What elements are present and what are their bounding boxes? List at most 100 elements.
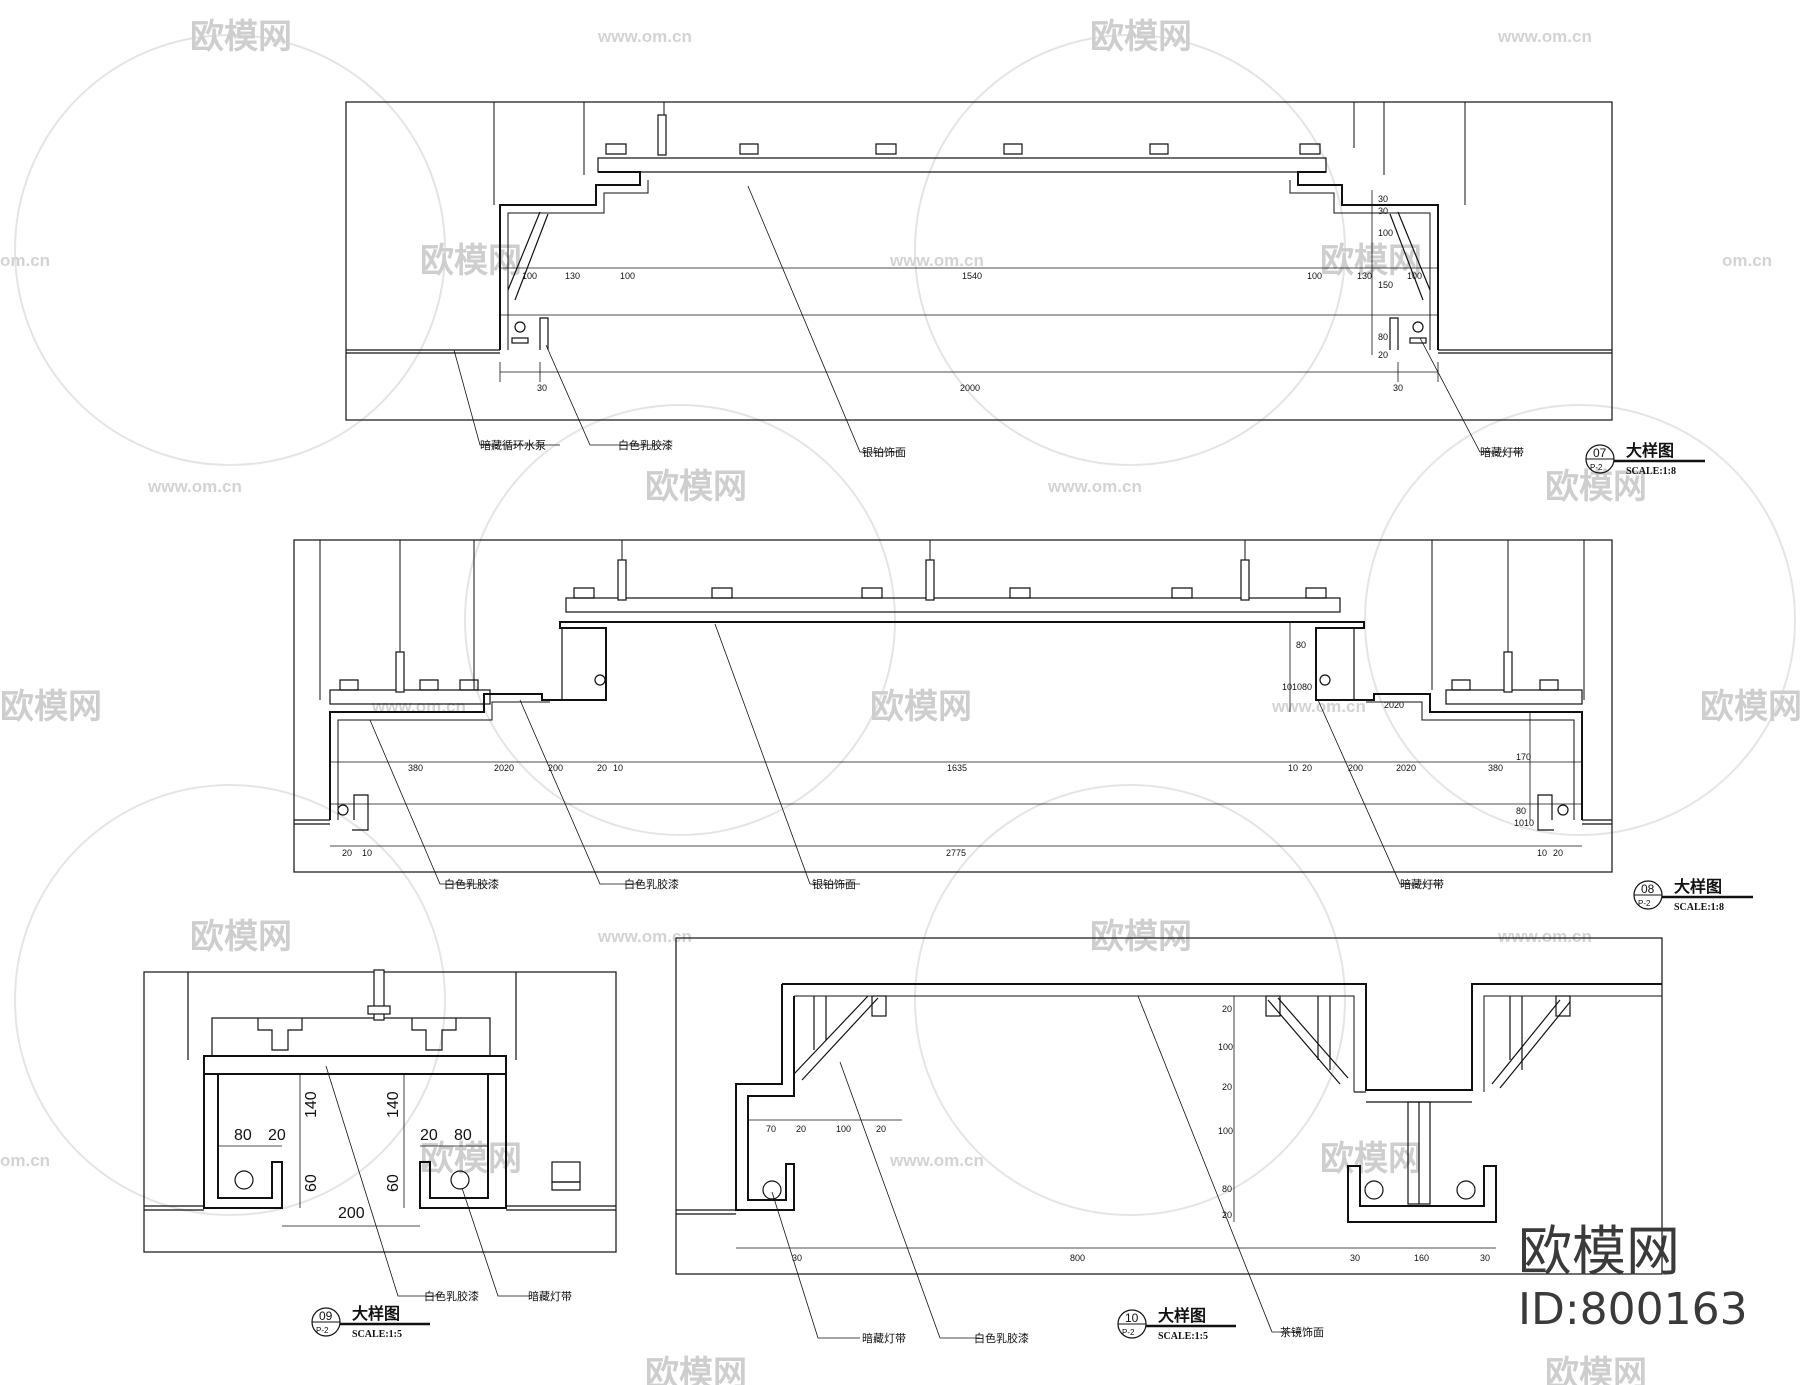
dim-label: 20 [1222, 1004, 1232, 1014]
dim-label: 20 [1394, 700, 1404, 710]
watermark-brand: 欧模网 [870, 687, 972, 727]
detail-10-callouts: 暗藏灯带 白色乳胶漆 茶镜饰面 [862, 1325, 1324, 1345]
detail-08-title: 08 P-2 大样图 SCALE:1:8 [1633, 877, 1753, 913]
watermark-url: www.om.cn [597, 927, 692, 946]
dim-label: 170 [1516, 752, 1531, 762]
dim-label: 80 [1222, 1184, 1232, 1194]
dim-label: 10 [613, 763, 623, 773]
watermark-url: www.om.cn [597, 27, 692, 46]
watermark-url: om.cn [0, 251, 50, 270]
dim-label: 200 [1348, 763, 1363, 773]
detail-07-callouts: 暗藏循环水泵 白色乳胶漆 银铂饰面 暗藏灯带 [480, 438, 1524, 459]
watermark-url: www.om.cn [147, 477, 242, 496]
watermark-brand: 欧模网 [190, 917, 292, 957]
detail-title: 大样图 [1626, 441, 1674, 460]
detail-07 [345, 101, 1613, 453]
watermark-url: www.om.cn [889, 1151, 984, 1170]
detail-08-leaders [369, 623, 1440, 885]
dim-label: 60 [385, 1174, 402, 1192]
watermark-url: www.om.cn [1497, 927, 1592, 946]
callout-label: 暗藏灯带 [1400, 877, 1444, 891]
watermark-url: www.om.cn [1047, 477, 1142, 496]
watermark-url: www.om.cn [889, 251, 984, 270]
detail-08-callouts: 白色乳胶漆 白色乳胶漆 银铂饰面 暗藏灯带 [444, 877, 1444, 891]
detail-10 [675, 937, 1663, 1339]
dim-label: 160 [1414, 1253, 1429, 1263]
detail-09-leaders [325, 1065, 530, 1297]
dim-label: 100 [1307, 271, 1322, 281]
detail-08-frame [293, 539, 1613, 873]
dim-label: 70 [766, 1124, 776, 1134]
detail-09 [143, 969, 617, 1297]
dim-label: 1635 [947, 763, 967, 773]
dim-label: 20 [876, 1124, 886, 1134]
watermark-url: www.om.cn [1271, 697, 1366, 716]
watermark-brand: 欧模网 [420, 241, 522, 281]
dim-label: 2020 [1396, 763, 1416, 773]
callout-label: 白色乳胶漆 [624, 877, 679, 891]
dim-label: 20 [420, 1127, 438, 1144]
detail-10-dimension-lines [736, 996, 1496, 1249]
dim-label: 380 [1488, 763, 1503, 773]
dim-label: 2000 [960, 383, 980, 393]
detail-07-beam [597, 157, 1327, 173]
detail-09-title: 09 P-2 大样图 SCALE:1:5 [311, 1304, 430, 1340]
watermark-brand: 欧模网 [0, 687, 102, 727]
dim-label: 30 [537, 383, 547, 393]
callout-label: 白色乳胶漆 [444, 877, 499, 891]
detail-09-dims: 80 20 140 140 20 80 60 60 200 [234, 1091, 472, 1222]
callout-label: 白色乳胶漆 [618, 438, 673, 452]
dim-label: 20 [1378, 350, 1388, 360]
dim-label: 30 [1480, 1253, 1490, 1263]
dim-label: 100 [1218, 1042, 1233, 1052]
detail-sheet: P-2 [1638, 899, 1651, 908]
callout-label: 银铂饰面 [812, 877, 856, 891]
dim-label: 1540 [962, 271, 982, 281]
detail-scale: SCALE:1:5 [352, 1329, 402, 1340]
callout-label: 暗藏灯带 [528, 1289, 572, 1303]
dim-label: 10 [362, 848, 372, 858]
dim-label: 30 [792, 1253, 802, 1263]
dim-label: 30 [1350, 1253, 1360, 1263]
dim-label: 20 [342, 848, 352, 858]
detail-sheet: P-2 [316, 1326, 329, 1335]
dim-label: 20 [1222, 1210, 1232, 1220]
dim-label: 80 [1302, 682, 1312, 692]
dim-label: 2775 [946, 848, 966, 858]
dim-label: 130 [565, 271, 580, 281]
dim-label: 2020 [494, 763, 514, 773]
corner-logo: 欧模网 ID:800163 [1518, 1220, 1748, 1335]
dim-label: 100 [836, 1124, 851, 1134]
watermark-url: www.om.cn [1497, 27, 1592, 46]
detail-number: 10 [1125, 1311, 1139, 1325]
detail-title: 大样图 [1674, 877, 1722, 896]
callout-label: 暗藏循环水泵 [480, 438, 546, 452]
detail-number: 09 [319, 1309, 333, 1323]
detail-sheet: P-2 [1122, 1328, 1135, 1337]
detail-scale: SCALE:1:8 [1626, 466, 1676, 477]
dim-label: 20 [796, 1124, 806, 1134]
dim-label: 10 [1288, 763, 1298, 773]
watermark-brand: 欧模网 [645, 1354, 747, 1385]
dim-label: 20 [1384, 700, 1394, 710]
dim-label: 100 [1218, 1126, 1233, 1136]
dim-label: 80 [454, 1127, 472, 1144]
watermark-brand: 欧模网 [1320, 1139, 1422, 1179]
dim-label: 100 [1378, 228, 1393, 238]
detail-title: 大样图 [1158, 1306, 1206, 1325]
detail-08-dimension-lines [330, 622, 1582, 847]
dim-label: 20 [268, 1127, 286, 1144]
watermark-brand: 欧模网 [1700, 687, 1800, 727]
callout-label: 暗藏灯带 [1480, 445, 1524, 459]
dim-label: 200 [338, 1205, 365, 1222]
detail-07-leaders [453, 185, 1520, 453]
watermark-brand: 欧模网 [645, 467, 747, 507]
dim-label: 800 [1070, 1253, 1085, 1263]
dim-label: 10 [1537, 848, 1547, 858]
callout-label: 茶镜饰面 [1280, 1325, 1324, 1339]
dim-label: 30 [1378, 206, 1388, 216]
dim-label: 10 [1282, 682, 1292, 692]
dim-label: 200 [548, 763, 563, 773]
detail-07-dimension-lines [499, 190, 1439, 382]
